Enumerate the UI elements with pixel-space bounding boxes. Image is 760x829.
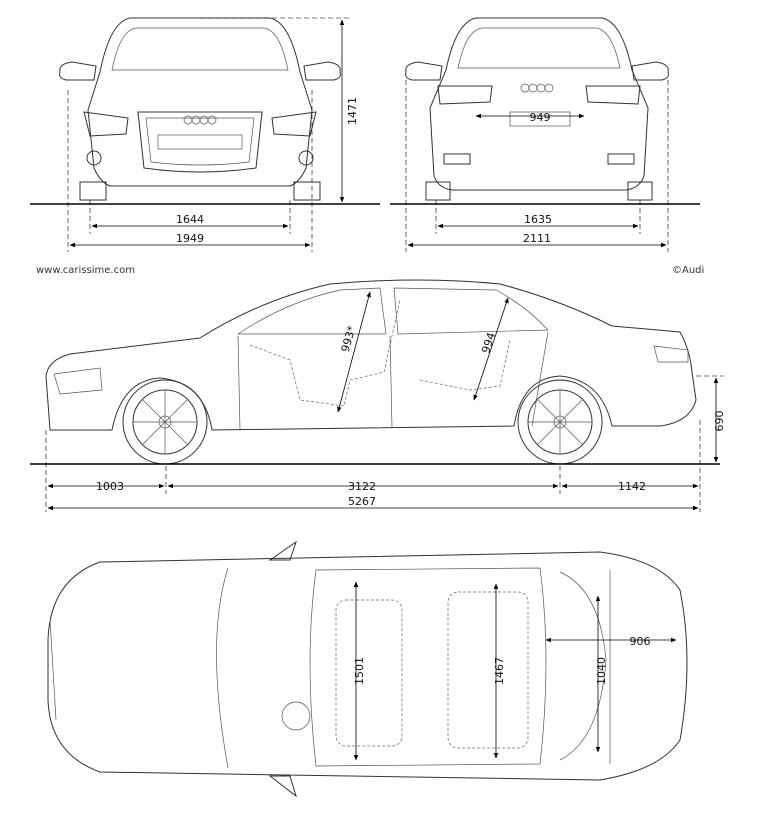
front-track-label: 1644 [176,213,204,226]
side-view: 993* 994 690 1003 3122 1142 5267 [30,279,726,512]
rear-overhang-label: 1142 [618,480,646,493]
copyright-credit: ©Audi [672,265,705,276]
trunk-length-label: 906 [630,635,651,648]
wheelbase-label: 3122 [348,480,376,493]
side-view-car-outline [45,279,697,431]
front-height-label: 1471 [346,97,359,125]
top-view-car-outline [47,540,688,798]
front-overhang-label: 1003 [96,480,124,493]
rear-view: 949 1635 2111 [390,17,700,252]
rear-window-label: 949 [530,111,551,124]
rear-shoulder-label: 1467 [493,657,506,685]
front-view: 1471 1644 1949 [30,17,380,252]
front-view-car-outline [59,17,341,201]
front-headroom-label: 993* [339,324,359,354]
rear-headroom-label: 994 [479,331,498,355]
overall-length-label: 5267 [348,495,376,508]
trunk-width-label: 1040 [595,657,608,685]
front-wheel [122,379,208,465]
rear-track-label: 1635 [524,213,552,226]
rear-wheel [517,379,603,465]
rear-headroom-dimension [473,297,509,401]
front-headroom-dimension [337,291,371,413]
rear-view-car-outline [405,17,669,201]
front-width-label: 1949 [176,232,204,245]
front-shoulder-label: 1501 [353,657,366,685]
bumper-height-label: 690 [713,411,726,432]
rear-width-label: 2111 [523,232,551,245]
website-credit: www.carissime.com [36,265,135,276]
top-view: 1501 1467 906 1040 [47,540,688,798]
